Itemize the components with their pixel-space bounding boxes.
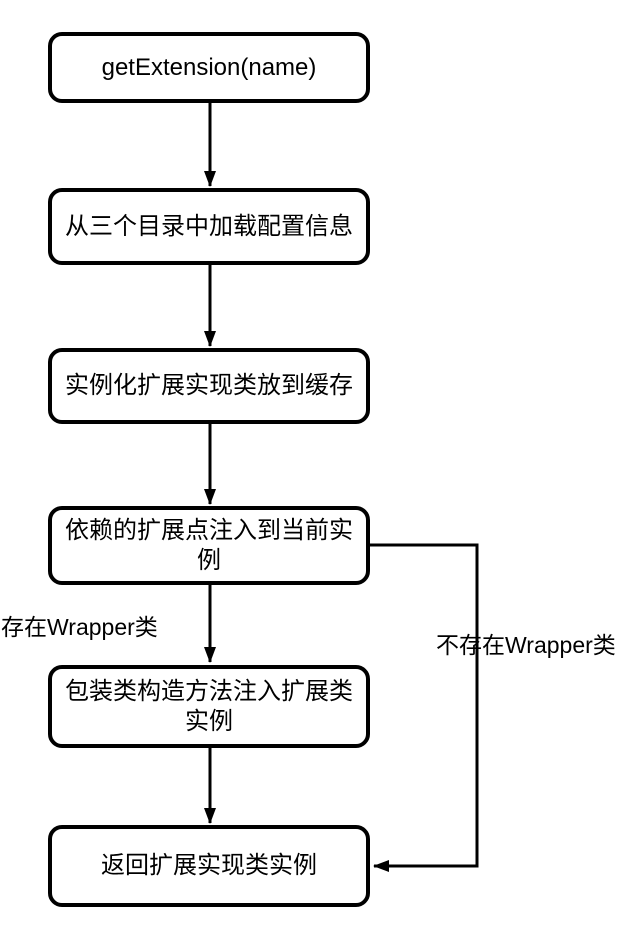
node-instantiate-to-cache: 实例化扩展实现类放到缓存 (48, 348, 370, 424)
node-return-instance: 返回扩展实现类实例 (48, 825, 370, 907)
node-get-extension-label: getExtension(name) (101, 53, 317, 81)
node-instantiate-to-cache-label: 实例化扩展实现类放到缓存 (65, 372, 353, 399)
edge-label-wrapper-not-exists: 不存在Wrapper类 (436, 632, 616, 658)
node-inject-dependencies-label: 依赖的扩展点注入到当前实 例 (65, 516, 353, 574)
node-wrapper-constructor-label: 包装类构造方法注入扩展类 实例 (65, 677, 353, 735)
node-load-config: 从三个目录中加载配置信息 (48, 188, 370, 265)
node-wrapper-constructor: 包装类构造方法注入扩展类 实例 (48, 665, 370, 748)
node-return-instance-label: 返回扩展实现类实例 (101, 852, 317, 879)
node-get-extension: getExtension(name) (48, 32, 370, 103)
node-load-config-label: 从三个目录中加载配置信息 (65, 212, 353, 240)
arrow-inject-bypass-to-return (370, 543, 479, 872)
edge-label-wrapper-exists: 存在Wrapper类 (1, 614, 158, 640)
node-inject-dependencies: 依赖的扩展点注入到当前实 例 (48, 506, 370, 585)
